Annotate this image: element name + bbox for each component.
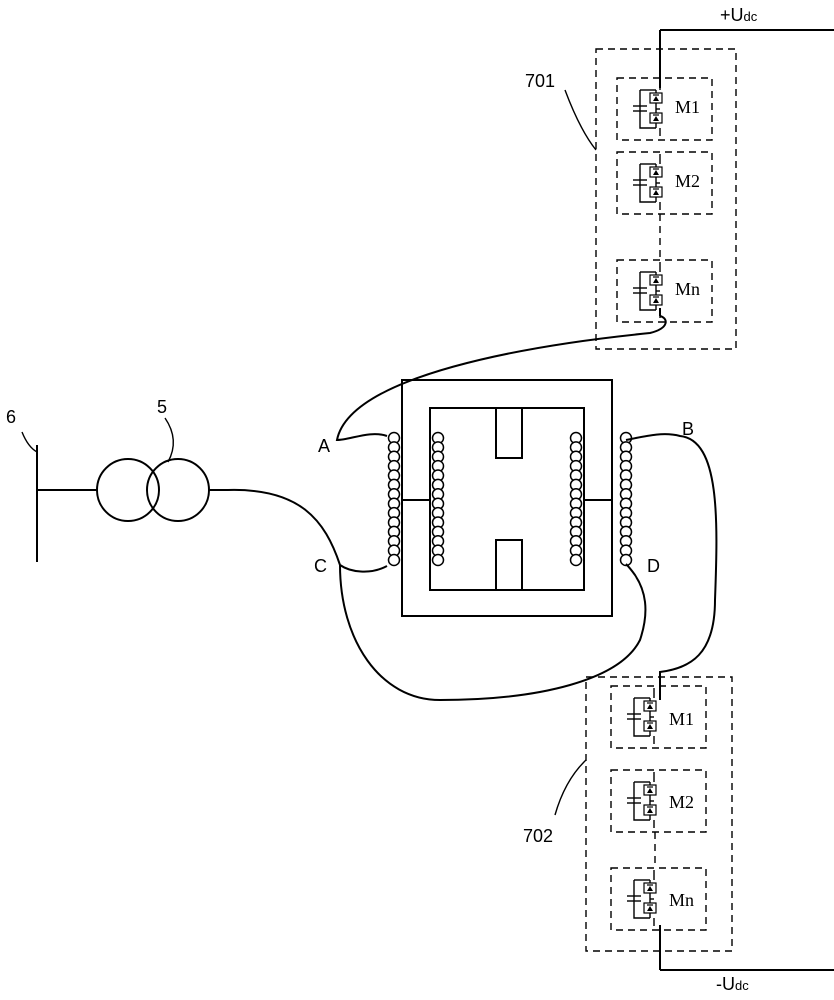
submodule-bottom-2: [627, 772, 657, 828]
busbar-label: 6: [6, 407, 17, 427]
submodule-top-n: [633, 262, 663, 318]
submodule-bottom-1: [627, 688, 657, 744]
converter-701-label: 701: [525, 71, 556, 91]
node-b-label: B: [682, 419, 695, 439]
transformer-label: 5: [157, 397, 168, 417]
dc-positive-label: +Udc: [720, 5, 758, 25]
submodule-bottom-n: [627, 870, 657, 926]
module-label-bottom-mn: Mn: [669, 890, 695, 910]
module-label-bottom-m1: M1: [669, 709, 695, 729]
wire-c-to-d: [339, 563, 647, 702]
converter-701: [564, 29, 834, 350]
wire-a-to-top-converter: [335, 315, 667, 442]
dc-negative-label: -Udc: [716, 974, 749, 994]
module-label-top-mn: Mn: [675, 279, 701, 299]
converter-702-label: 702: [523, 826, 554, 846]
winding-outer-right: [619, 431, 633, 567]
node-d-label: D: [647, 556, 660, 576]
module-label-bottom-m2: M2: [669, 792, 695, 812]
module-label-top-m1: M1: [675, 97, 701, 117]
submodule-symbols: [627, 80, 663, 926]
converter-702: [554, 676, 834, 971]
busbar: [21, 431, 98, 562]
transformer-symbol: [96, 417, 228, 522]
node-c-label: C: [314, 556, 327, 576]
transformer-windings: [387, 431, 633, 567]
module-label-top-m2: M2: [675, 171, 701, 191]
winding-inner-right: [569, 431, 583, 567]
winding-inner-left: [431, 431, 445, 567]
wire-b-to-bottom-converter: [625, 433, 718, 700]
submodule-top-1: [633, 80, 663, 136]
submodule-top-2: [633, 154, 663, 210]
wire-transformer-to-c: [227, 488, 388, 573]
winding-outer-left: [387, 431, 401, 567]
node-a-label: A: [318, 436, 331, 456]
